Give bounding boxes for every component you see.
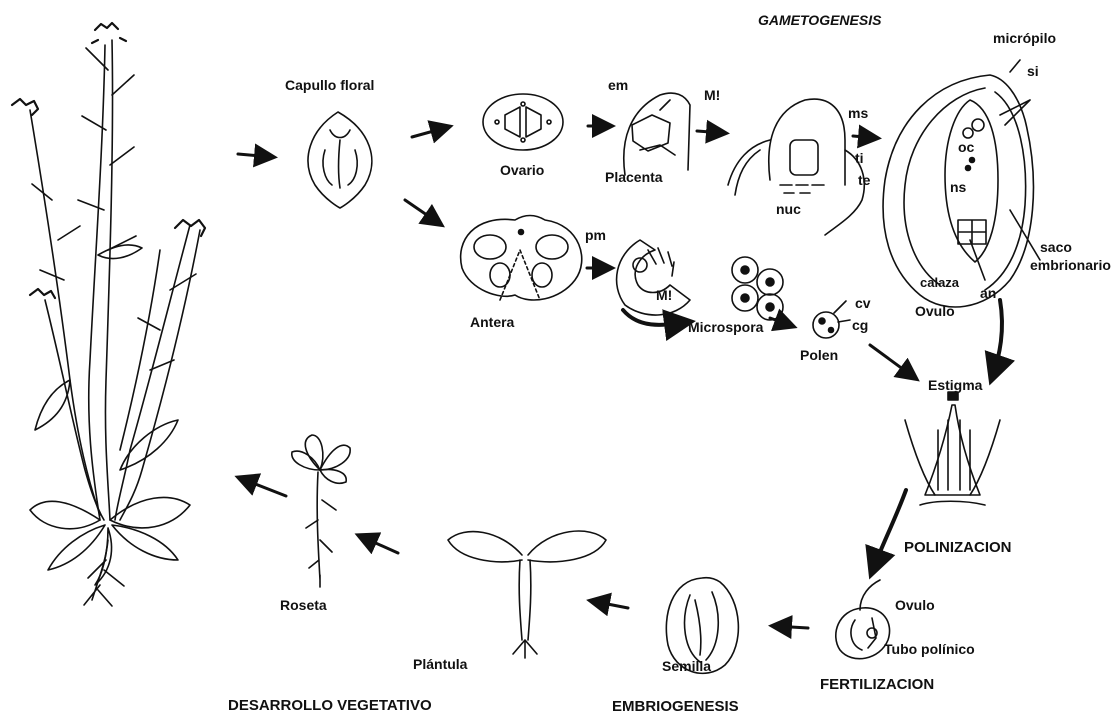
pollen-icon	[813, 301, 850, 338]
abbr-m1: M!	[704, 88, 720, 102]
tetrad-icon	[732, 257, 783, 320]
abbr-cv: cv	[855, 296, 871, 310]
placenta-label: Placenta	[605, 170, 663, 184]
fertilizacion-label: FERTILIZACION	[820, 677, 934, 692]
abbr-te: te	[858, 173, 870, 187]
seedling-icon	[448, 531, 606, 658]
abbr-cg: cg	[852, 318, 868, 332]
rosette-icon	[292, 435, 350, 587]
abbr-oc: oc	[958, 140, 974, 154]
polinizacion-label: POLINIZACION	[904, 540, 1012, 555]
abbr-saco: saco	[1040, 240, 1072, 254]
abbr-embrionario: embrionario	[1030, 258, 1111, 272]
placenta-icon	[624, 93, 690, 175]
pollen-sac-icon	[617, 240, 690, 315]
tubo-label: Tubo polínico	[884, 642, 975, 656]
polen-label: Polen	[800, 348, 838, 362]
abbr-m2: M!	[656, 288, 672, 302]
abbr-em: em	[608, 78, 628, 92]
flower-bud-icon	[308, 112, 372, 208]
roseta-label: Roseta	[280, 598, 327, 612]
plantula-label: Plántula	[413, 657, 467, 671]
semilla-label: Semilla	[662, 659, 711, 673]
capullo-label: Capullo floral	[285, 78, 374, 92]
anther-icon	[461, 216, 582, 301]
ovary-icon	[483, 94, 563, 150]
plant-drawing-icon	[12, 23, 205, 606]
fertilized-ovule-icon	[836, 580, 890, 659]
abbr-pm: pm	[585, 228, 606, 242]
abbr-ms: ms	[848, 106, 868, 120]
microspora-label: Microspora	[688, 320, 763, 334]
abbr-ti: ti	[855, 151, 864, 165]
desarrollo-label: DESARROLLO VEGETATIVO	[228, 698, 432, 713]
ovulo-bottom-label: Ovulo	[895, 598, 935, 612]
ovulo-top-label: Ovulo	[915, 304, 955, 318]
ovario-label: Ovario	[500, 163, 544, 177]
flow-arrows	[238, 126, 915, 628]
estigma-label: Estigma	[928, 378, 982, 392]
gametogenesis-heading: GAMETOGENESIS	[758, 13, 881, 27]
abbr-si: si	[1027, 64, 1039, 78]
embriogenesis-label: EMBRIOGENESIS	[612, 699, 739, 714]
abbr-nuc: nuc	[776, 202, 801, 216]
antera-label: Antera	[470, 315, 514, 329]
abbr-an: an	[980, 286, 996, 300]
abbr-micropilo: micrópilo	[993, 31, 1056, 45]
pistil-icon	[905, 392, 1000, 505]
abbr-ns: ns	[950, 180, 966, 194]
abbr-calaza: calaza	[920, 276, 959, 289]
